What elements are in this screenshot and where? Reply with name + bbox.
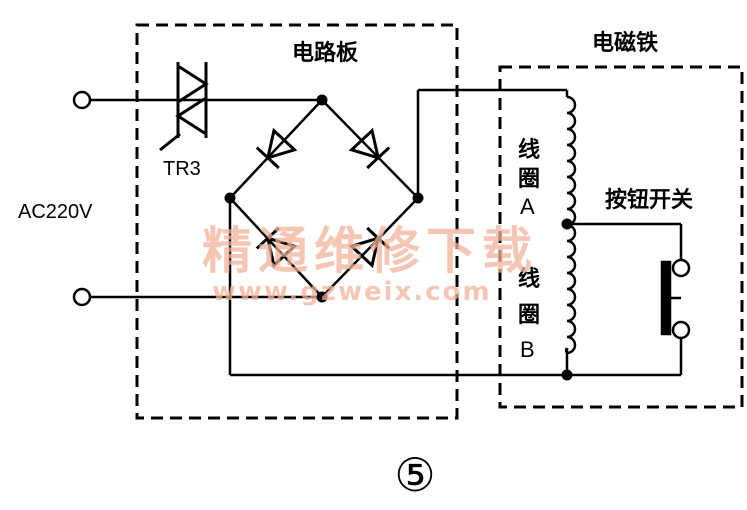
bridge-diode-lower-right xyxy=(348,226,391,269)
watermark-title: 精通维修下载 xyxy=(202,222,538,280)
supply-label: AC220V xyxy=(18,201,93,223)
input-terminal-top xyxy=(72,90,92,110)
coil-b-label: 线 圈 B xyxy=(518,266,540,362)
electromagnet-box xyxy=(498,65,744,409)
bridge-diode-lower-left xyxy=(255,226,298,269)
circuit-board-box xyxy=(135,23,459,420)
thyristor-label: TR3 xyxy=(163,158,201,180)
coil-a-label: 线 圈 A xyxy=(518,137,540,219)
figure-number: ⑤ xyxy=(394,449,435,501)
bridge-diode-upper-left xyxy=(255,127,298,170)
junction-dots xyxy=(224,94,573,381)
coil-b-char-2: 圈 xyxy=(518,303,540,328)
coil-b-char-1: 线 xyxy=(518,266,540,292)
coil-a-char-2: 圈 xyxy=(518,167,540,192)
coil-a-char-3: A xyxy=(520,194,535,219)
coil-b-char-3: B xyxy=(520,337,535,362)
button-switch-label: 按钮开关 xyxy=(605,187,693,213)
push-button-switch-symbol xyxy=(660,258,691,340)
input-terminal-bottom xyxy=(72,287,92,307)
circuit-board-label: 电路板 xyxy=(292,40,359,66)
electromagnet-label: 电磁铁 xyxy=(592,30,658,56)
triac-tr3-symbol xyxy=(159,62,209,152)
bridge-diode-upper-right xyxy=(348,127,391,170)
watermark-url: www.gzweix.com xyxy=(212,277,492,307)
coil-a-char-1: 线 xyxy=(518,137,540,163)
